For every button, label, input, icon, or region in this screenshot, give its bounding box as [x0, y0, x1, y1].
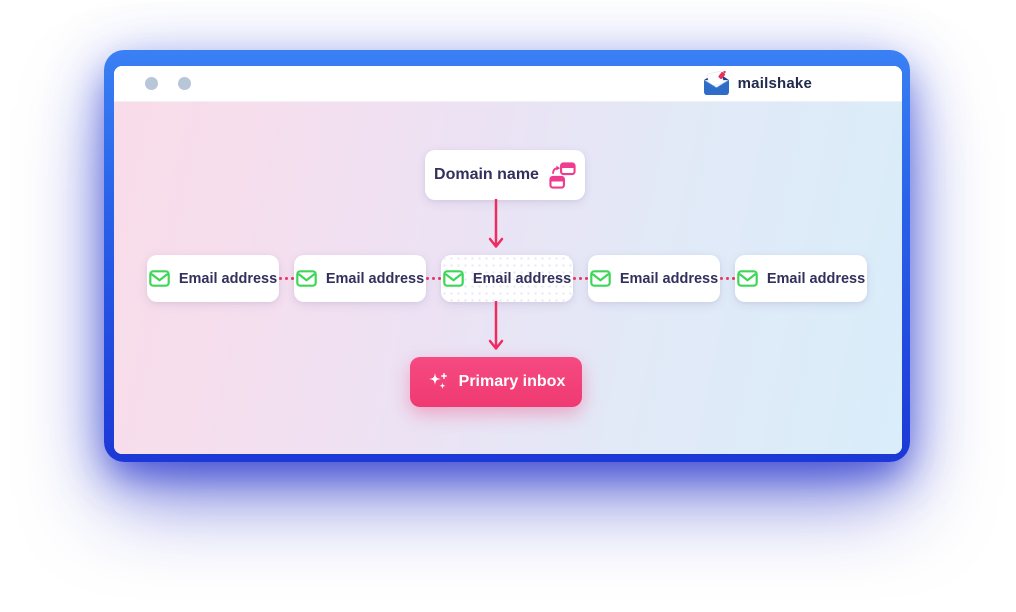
email-address-label: Email address [472, 270, 572, 287]
dotted-connector [720, 276, 735, 281]
arrow-domain-to-email [488, 199, 504, 248]
email-address-label: Email address [325, 270, 425, 287]
dotted-connector [426, 276, 441, 281]
envelope-icon [443, 270, 464, 287]
email-address-label: Email address [178, 270, 278, 287]
email-address-card: Email address [147, 255, 279, 302]
brand-wordmark: mailshake [737, 75, 812, 92]
mailshake-envelope-icon [703, 71, 729, 96]
primary-inbox-label: Primary inbox [458, 373, 566, 390]
domain-windows-icon [549, 161, 576, 189]
envelope-icon [590, 270, 611, 287]
envelope-icon [296, 270, 317, 287]
window-control-dots [145, 77, 191, 90]
email-address-row: Email address Email address [147, 255, 867, 302]
email-address-card: Email address [441, 255, 573, 302]
window-dot-icon [178, 77, 191, 90]
email-address-card: Email address [294, 255, 426, 302]
mailshake-logo: mailshake [702, 71, 812, 96]
dotted-connector [573, 276, 588, 281]
titlebar: mailshake [114, 66, 902, 102]
sparkles-icon [428, 373, 447, 390]
dotted-connector [279, 276, 294, 281]
arrow-email-to-inbox [488, 301, 504, 350]
primary-inbox-button[interactable]: Primary inbox [410, 357, 582, 407]
window-dot-icon [145, 77, 158, 90]
browser-window: mailshake Domain name [114, 66, 902, 454]
email-address-card: Email address [588, 255, 720, 302]
email-address-label: Email address [766, 270, 866, 287]
domain-name-card: Domain name [425, 150, 585, 200]
browser-window-frame: mailshake Domain name [104, 50, 910, 462]
domain-name-label: Domain name [434, 166, 539, 183]
envelope-icon [149, 270, 170, 287]
envelope-icon [737, 270, 758, 287]
diagram-canvas: Domain name [114, 102, 902, 454]
email-address-label: Email address [619, 270, 719, 287]
email-address-card: Email address [735, 255, 867, 302]
